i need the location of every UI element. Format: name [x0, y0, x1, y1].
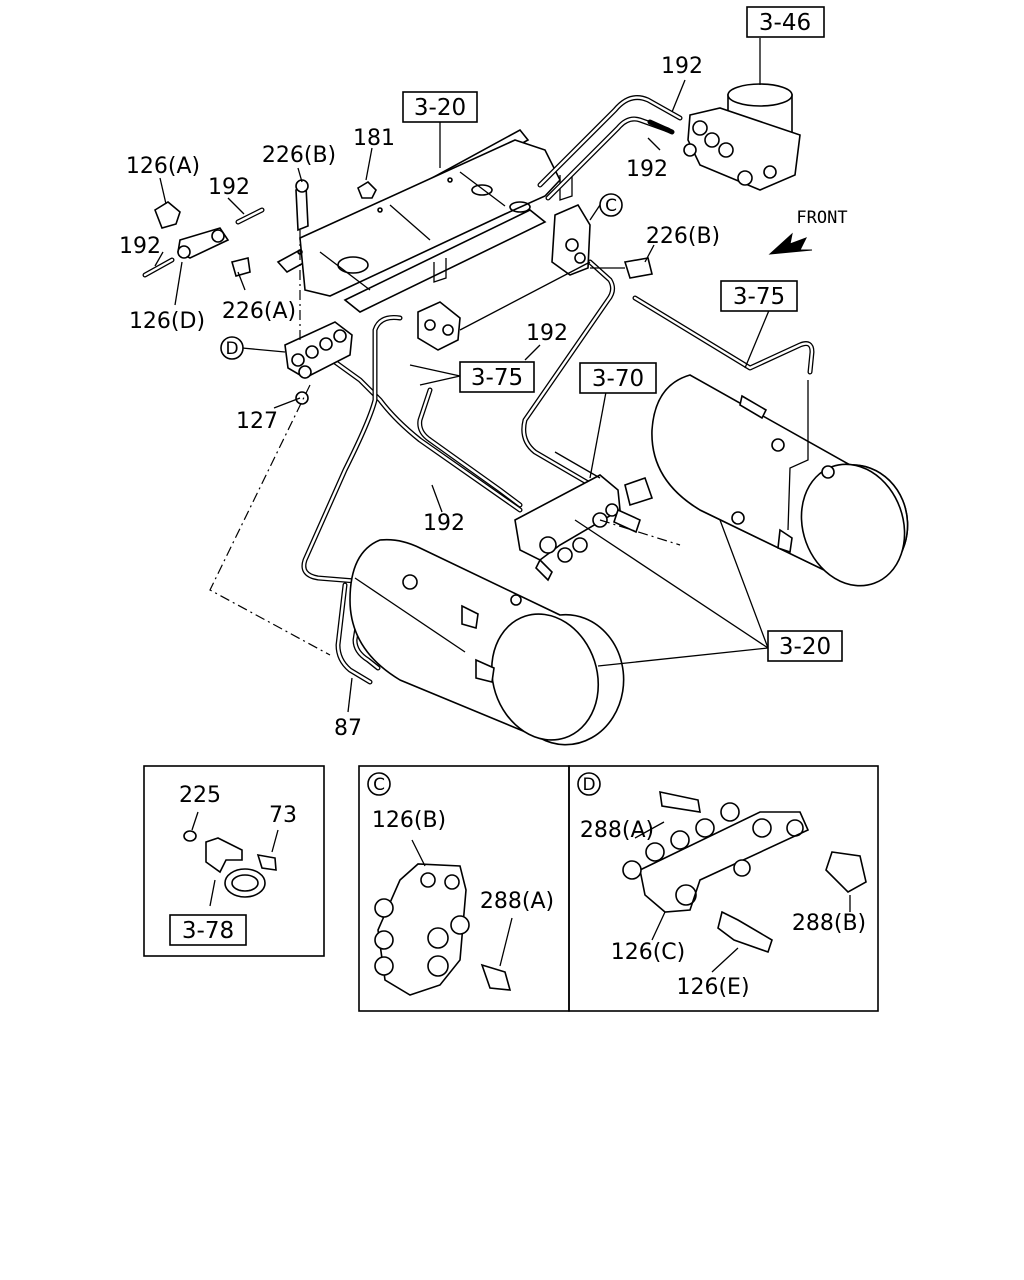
ref-3-75-mid: 3-75: [459, 361, 535, 393]
ref-3-20-bottom: 3-20: [767, 630, 843, 662]
inset-label-225: 225: [179, 783, 221, 808]
inset-c-label-126b: 126(B): [372, 808, 446, 833]
ref-3-78-text: 3-78: [182, 918, 234, 944]
label-192-top2: 192: [626, 157, 668, 182]
label-226b-right: 226(B): [646, 224, 720, 249]
label-126a: 126(A): [126, 154, 200, 179]
inset-c-letter: C: [373, 775, 385, 795]
label-127: 127: [236, 409, 278, 434]
callout-c-main-text: C: [605, 196, 617, 216]
air-tank-right: [651, 374, 909, 587]
ref-3-70-text: 3-70: [592, 366, 644, 392]
ref-3-75-mid-text: 3-75: [471, 365, 523, 391]
ref-3-75-right: 3-75: [720, 280, 798, 312]
label-226a: 226(A): [222, 299, 296, 324]
label-126d: 126(D): [129, 309, 205, 334]
small-fittings-left: [154, 179, 377, 277]
label-192-left-a: 192: [208, 175, 250, 200]
manifold-block-d: [284, 321, 353, 405]
inset-d-label-288a: 288(A): [580, 818, 654, 843]
ref-3-46: 3-46: [746, 6, 825, 38]
ref-3-46-text: 3-46: [759, 10, 811, 36]
ref-3-20-top: 3-20: [402, 91, 478, 123]
label-226b-left: 226(B): [262, 143, 336, 168]
relay-valve-mid: [417, 261, 591, 351]
frame-crossmember: [276, 128, 573, 313]
inset-d-label-288b: 288(B): [792, 911, 866, 936]
inset-d-label-126c: 126(C): [611, 940, 686, 965]
label-87: 87: [334, 716, 362, 741]
label-181: 181: [353, 126, 395, 151]
air-dryer: [683, 38, 801, 191]
valve-cluster: [514, 451, 654, 582]
protection-valve-c: [551, 203, 653, 279]
ref-3-20-top-text: 3-20: [414, 95, 466, 121]
label-192-top: 192: [661, 54, 703, 79]
callout-d-main-text: D: [225, 339, 238, 359]
inset-d-panel: D 288(A) 288(B) 126(C) 126(E): [568, 765, 879, 1012]
callout-c-main: C: [599, 193, 623, 217]
label-192-mid: 192: [526, 321, 568, 346]
inset-clamp-panel: 225 73 3-78: [143, 765, 325, 957]
inset-d-letter: D: [582, 775, 595, 795]
callout-d-main: D: [220, 336, 244, 360]
inset-c-label-288a: 288(A): [480, 889, 554, 914]
inset-d-label-126e: 126(E): [676, 975, 749, 1000]
ref-3-70: 3-70: [579, 362, 657, 394]
ref-3-75-right-text: 3-75: [733, 284, 785, 310]
front-arrow-icon: [768, 232, 813, 255]
leader-lines: [154, 79, 771, 713]
inset-c-panel: C 126(B) 288(A): [358, 765, 570, 1012]
inset-label-73: 73: [269, 803, 297, 828]
label-192-low: 192: [423, 511, 465, 536]
air-pipes: [142, 95, 815, 685]
label-192-left-b: 192: [119, 234, 161, 259]
label-front: FRONT: [796, 208, 847, 228]
ref-3-20-bottom-text: 3-20: [779, 634, 831, 660]
air-tank-left: [349, 538, 625, 746]
